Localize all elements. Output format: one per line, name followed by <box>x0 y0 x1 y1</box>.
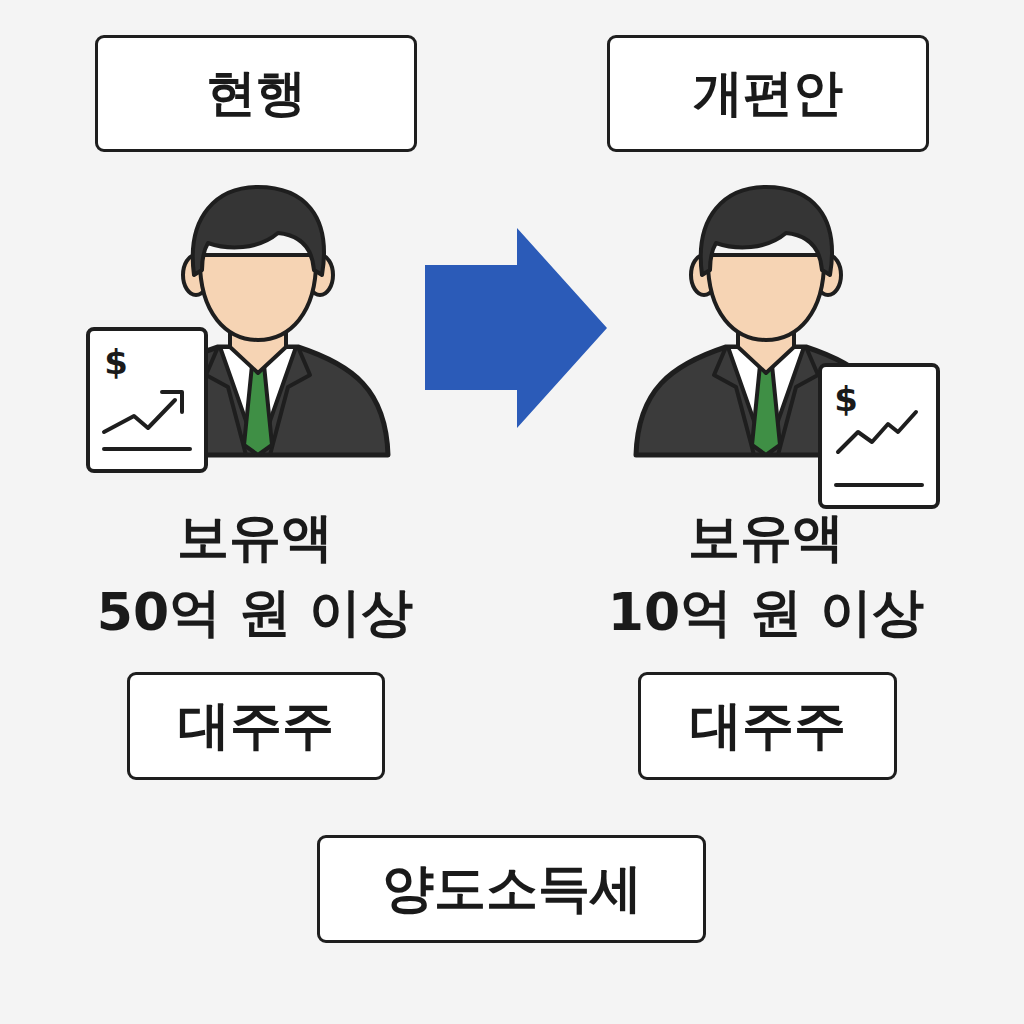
label-box: 현행 <box>95 35 417 152</box>
label-box: 대주주 <box>127 672 385 780</box>
amount-label: 보유액 50억 원 이상 <box>97 500 414 651</box>
label-box: 개편안 <box>607 35 929 152</box>
amount-label: 보유액 10억 원 이상 <box>608 500 925 651</box>
dollar-symbol: $ <box>834 382 858 416</box>
box-text: 양도소득세 <box>382 860 642 917</box>
box-text: 개편안 <box>693 66 843 121</box>
label-box: 양도소득세 <box>317 835 706 943</box>
dollar-symbol: $ <box>104 345 128 379</box>
box-text: 현행 <box>206 66 306 121</box>
box-text: 대주주 <box>178 697 334 754</box>
label-box: 대주주 <box>638 672 897 780</box>
box-text: 대주주 <box>690 697 846 754</box>
